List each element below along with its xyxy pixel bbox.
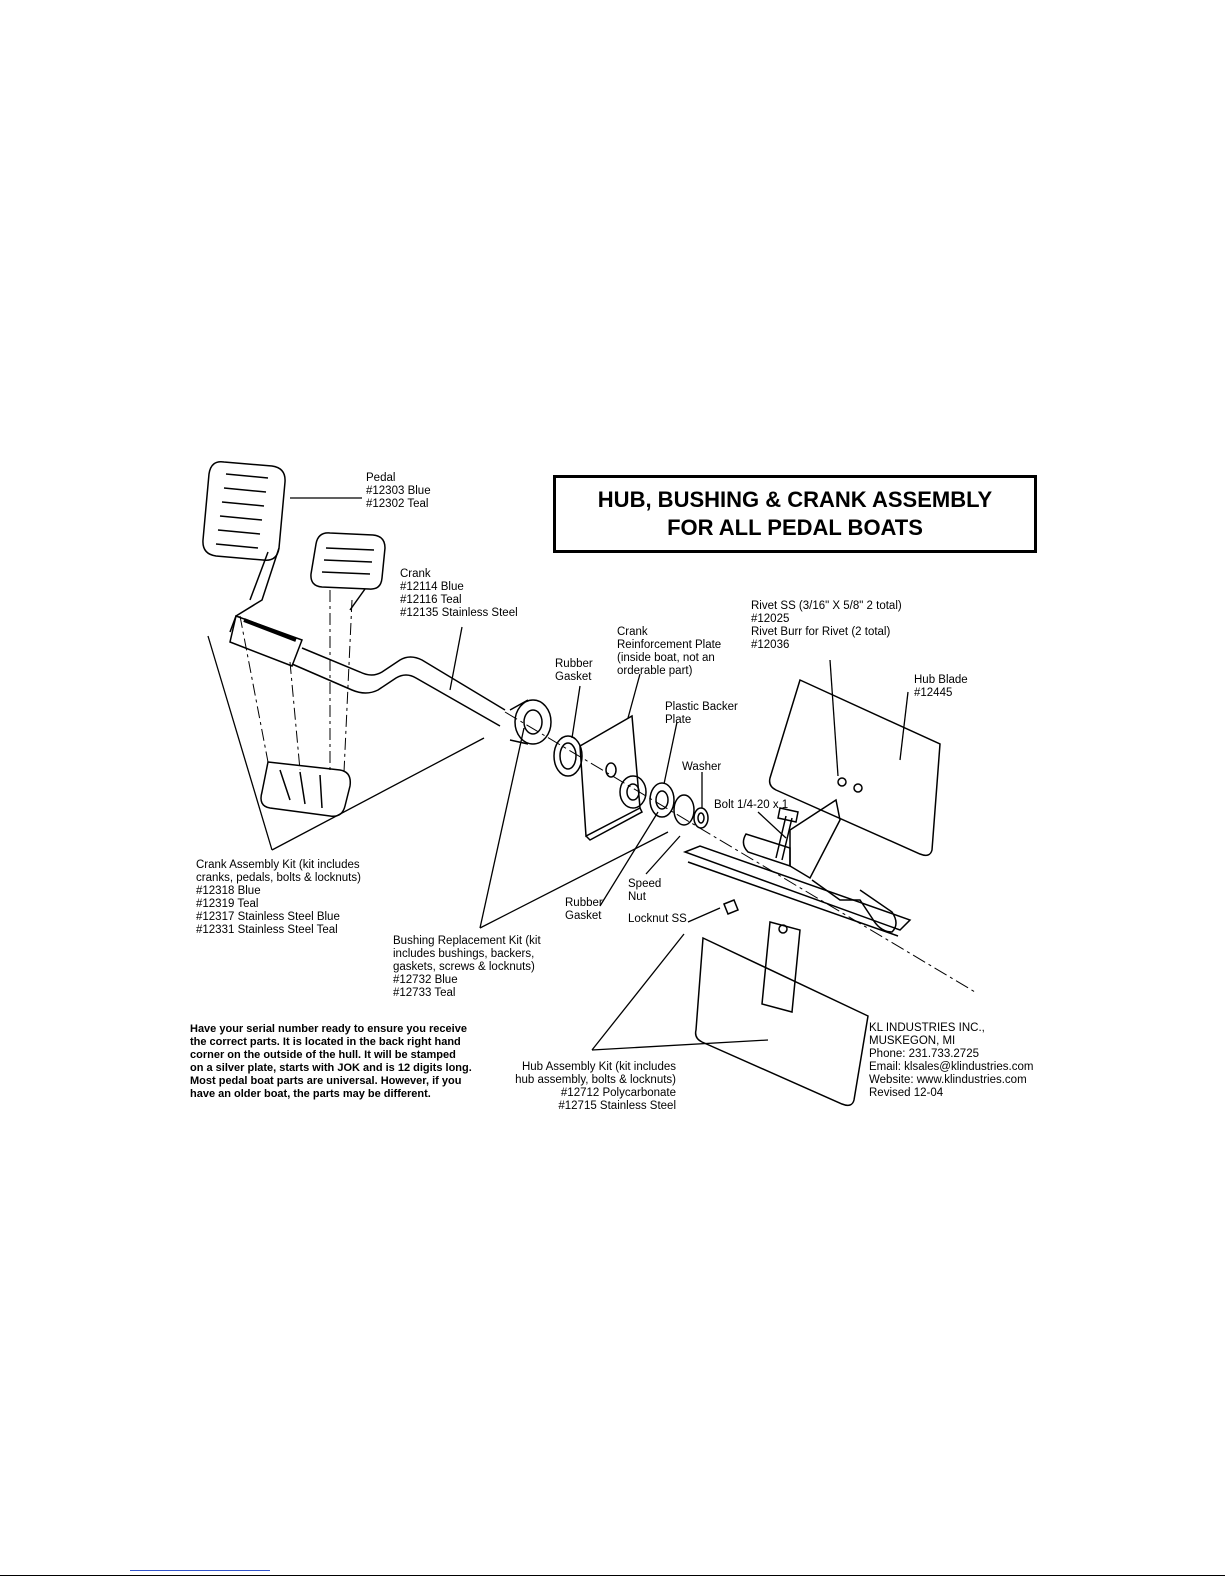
title-line-1: HUB, BUSHING & CRANK ASSEMBLY <box>597 487 993 512</box>
pedal-upper <box>202 461 286 633</box>
crank-shaft <box>301 647 506 711</box>
page-bottom-rule <box>0 1575 1225 1576</box>
label-crank-reinforcement-plate: Crank Reinforcement Plate (inside boat, … <box>617 626 722 677</box>
label-pedal: Pedal #12303 Blue #12302 Teal <box>366 472 431 510</box>
center-axis <box>504 711 976 993</box>
label-speed-nut: Speed Nut <box>628 878 662 903</box>
page-link-underline <box>130 1570 270 1571</box>
locknut <box>723 899 739 915</box>
serial-number-note: Have your serial number ready to ensure … <box>190 1023 472 1100</box>
label-rubber-gasket-top: Rubber Gasket <box>555 658 593 683</box>
bushing <box>514 699 552 745</box>
label-plastic-backer-plate: Plastic Backer Plate <box>665 701 738 726</box>
label-bushing-replacement-kit: Bushing Replacement Kit (kit includes bu… <box>393 935 541 999</box>
leader-lines <box>207 497 909 1051</box>
label-rivet: Rivet SS (3/16" X 5/8" 2 total) #12025 R… <box>751 600 902 651</box>
pedal-lower <box>310 532 386 611</box>
speed-nut <box>673 794 695 826</box>
hub-blade-lower <box>694 936 869 1107</box>
label-hub-assembly-kit: Hub Assembly Kit (kit includes hub assem… <box>515 1061 676 1112</box>
rubber-gasket-top <box>553 735 583 777</box>
crank-grip <box>229 615 303 667</box>
washer <box>693 807 709 829</box>
label-washer: Washer <box>682 761 722 773</box>
label-crank-assembly-kit: Crank Assembly Kit (kit includes cranks,… <box>196 859 361 936</box>
title-line-2: FOR ALL PEDAL BOATS <box>667 515 923 540</box>
bolt <box>775 815 793 861</box>
rubber-gasket-bottom <box>619 775 647 809</box>
label-crank: Crank #12114 Blue #12116 Teal #12135 Sta… <box>400 568 518 619</box>
company-info: KL INDUSTRIES INC., MUSKEGON, MI Phone: … <box>869 1022 1034 1099</box>
diagram-title: HUB, BUSHING & CRANK ASSEMBLY FOR ALL PE… <box>553 475 1037 553</box>
label-rubber-gasket-bottom: Rubber Gasket <box>565 897 603 922</box>
hub-arm <box>682 845 912 931</box>
pedal-base <box>260 761 352 818</box>
plastic-backer-plate <box>649 782 675 818</box>
label-locknut: Locknut SS <box>628 913 687 925</box>
hub-shaft <box>761 921 801 1013</box>
hub-blade-upper <box>768 678 941 857</box>
label-bolt: Bolt 1/4-20 x 1 <box>714 799 789 811</box>
label-hub-blade: Hub Blade #12445 <box>914 674 968 699</box>
